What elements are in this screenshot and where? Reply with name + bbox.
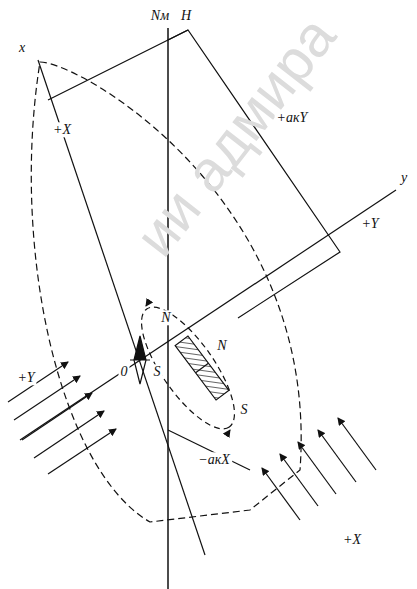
axis-label: H	[179, 8, 193, 23]
force-label: +X	[51, 122, 73, 137]
force-line	[168, 30, 188, 40]
force-label: +Y	[15, 370, 36, 385]
component-label: −aкX	[196, 452, 232, 467]
pole-label: N	[159, 310, 172, 325]
component-line	[168, 430, 250, 470]
pole-label: S	[239, 402, 250, 417]
y-force-arrows	[8, 362, 116, 474]
axis-label: x	[17, 40, 27, 55]
x-axis	[38, 60, 205, 555]
component-label: +aкY	[275, 110, 310, 125]
magnet-bar	[175, 336, 229, 400]
y-axis	[20, 190, 396, 440]
force-label: +X	[341, 532, 363, 547]
field-arrow	[226, 430, 230, 436]
compass-needle	[130, 336, 150, 384]
meridian-label: Nм	[149, 8, 171, 23]
magnetic-field-line	[125, 294, 250, 442]
watermark: ии адмира	[121, 3, 348, 269]
force-label: +Y	[359, 216, 380, 231]
lines	[8, 28, 396, 589]
pole-label: N	[215, 338, 228, 353]
axis-label: y	[399, 170, 409, 185]
pole-label: S	[152, 364, 163, 379]
meridian-line	[167, 28, 169, 589]
field-arrow	[146, 300, 150, 306]
x-force-arrows	[262, 418, 376, 520]
origin-label: 0	[119, 364, 130, 379]
